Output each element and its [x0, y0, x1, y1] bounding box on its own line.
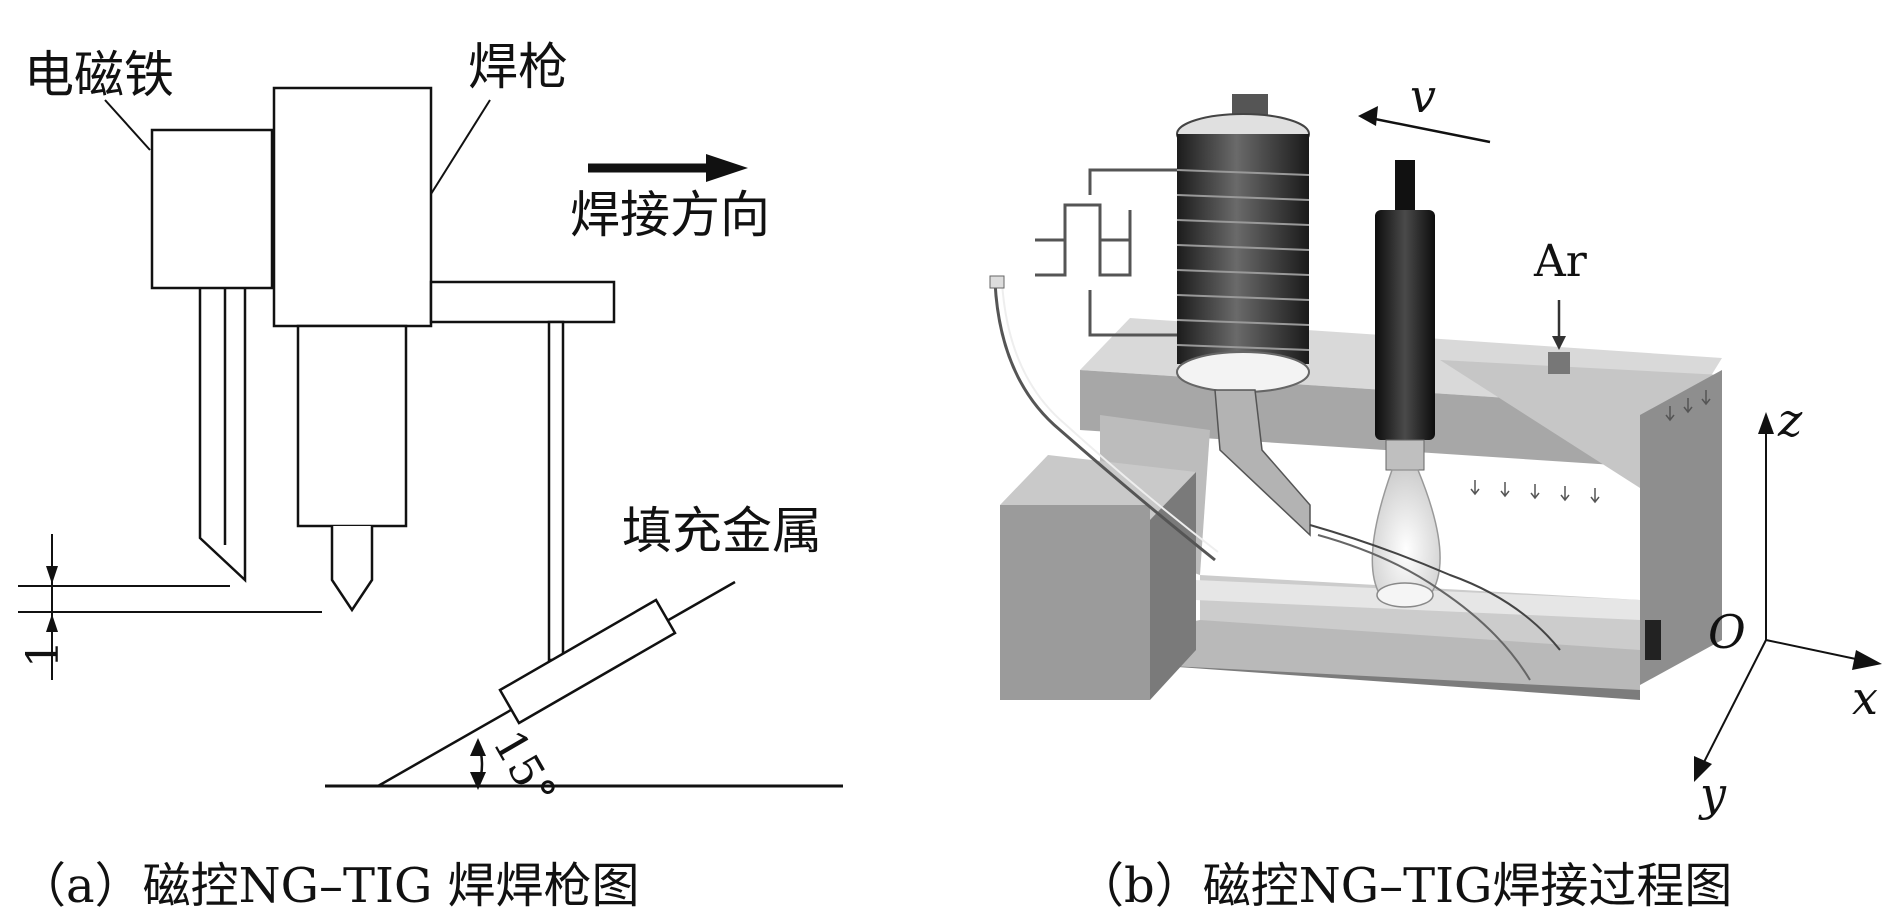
torch-nozzle	[296, 324, 408, 528]
axis-y-arrowhead	[1694, 756, 1712, 782]
torch-collar	[1385, 439, 1425, 471]
speed-arrow-shaft	[1369, 116, 1491, 144]
gap-arrow-down	[46, 566, 58, 584]
filler-wire-b1	[1309, 524, 1561, 651]
caption-b: （b）磁控NG–TIG焊接过程图	[1076, 858, 1732, 914]
front-block-right	[1150, 472, 1196, 700]
welding-direction-label: 焊接方向	[570, 186, 770, 244]
filler-sleeve	[498, 598, 677, 725]
gap-value-label: 1	[18, 640, 69, 668]
tungsten-electrode	[330, 526, 374, 613]
axis-z-arrowhead	[1758, 412, 1774, 434]
torch-cable	[1395, 160, 1415, 215]
weld-pool	[1376, 582, 1434, 608]
tig-torch	[1375, 210, 1435, 440]
electrode-cable-inner	[1001, 281, 1219, 553]
bottom-plate-side	[1150, 620, 1640, 690]
workpiece-right-side	[1640, 370, 1722, 685]
coil-windings	[1176, 169, 1310, 351]
front-block-face	[1000, 505, 1150, 700]
filler-wire-b2	[1317, 534, 1531, 681]
gap-arrow-up	[46, 614, 58, 632]
electromagnet-label: 电磁铁	[24, 46, 174, 104]
right-slot	[1645, 620, 1661, 660]
axis-y-label: y	[1698, 767, 1727, 821]
axis-y-line	[1699, 639, 1767, 771]
power-wire	[1088, 168, 1180, 337]
argon-label: Ar	[1533, 236, 1588, 287]
gas-nozzle	[1548, 352, 1570, 374]
gas-flow-arrows	[1470, 390, 1711, 504]
filler-metal-label: 填充金属	[622, 502, 822, 560]
coil-bottom	[1176, 351, 1310, 393]
direction-arrow-head	[706, 154, 748, 182]
electrode-cable	[993, 281, 1216, 562]
square-wave-symbol	[1035, 203, 1132, 277]
angle-value-label: 15°	[482, 722, 565, 815]
caption-a: （a）磁控NG–TIG 焊焊枪图	[18, 858, 640, 914]
filler-guide-rod	[547, 320, 565, 662]
torch-label: 焊枪	[468, 38, 568, 96]
panel-a-diagram: 电磁铁 焊枪 焊接方向 填充金属 1 15° （a）磁控NG–TIG 焊焊枪图	[18, 38, 843, 914]
magnetic-pole	[1214, 389, 1311, 537]
filler-arm	[429, 280, 616, 324]
panel-b-diagram: v Ar z x y O （b）磁控NG–TIG焊接过程图	[989, 69, 1882, 914]
torch-body	[272, 86, 433, 328]
axis-z-label: z	[1777, 393, 1803, 447]
axis-x-arrowhead	[1852, 650, 1882, 670]
electromagnet-leader	[104, 99, 151, 151]
cable-plug	[989, 275, 1005, 289]
angle-arrow-up	[470, 738, 486, 756]
speed-label: v	[1410, 69, 1436, 123]
torch-leader	[430, 99, 491, 195]
angle-arrow-down	[470, 772, 486, 790]
origin-label: O	[1708, 605, 1746, 659]
electromagnet-pole	[198, 288, 247, 583]
axis-x-line	[1765, 639, 1871, 663]
axis-x-label: x	[1852, 671, 1878, 725]
gas-arrow-head	[1552, 336, 1566, 350]
electromagnet-body	[150, 128, 274, 290]
speed-arrow-head	[1358, 106, 1378, 126]
